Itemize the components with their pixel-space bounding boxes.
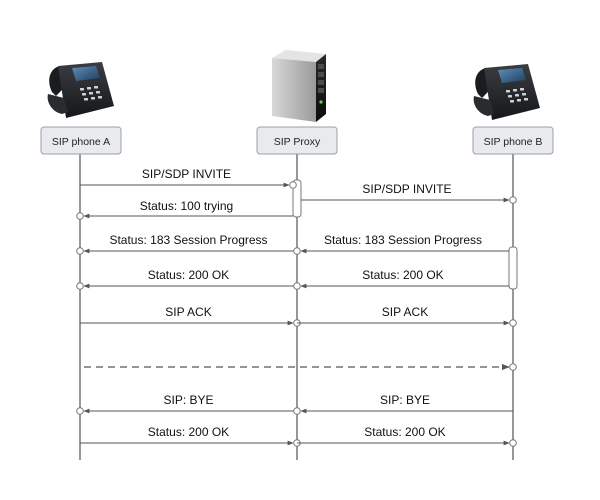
desk-phone-icon <box>473 64 540 120</box>
message-arrow-m14: Status: 200 OK <box>297 425 517 447</box>
server-tower-icon <box>272 50 326 122</box>
message-arrow-m11: SIP: BYE <box>76 393 297 415</box>
arrow-endpoint <box>76 247 84 255</box>
message-label: Status: 200 OK <box>148 268 229 282</box>
arrow-endpoint <box>509 319 517 327</box>
desk-phone-icon <box>47 62 114 118</box>
message-arrow-m6: Status: 200 OK <box>76 268 297 290</box>
arrow-endpoint <box>76 212 84 220</box>
participant-box-phone-b: SIP phone B <box>472 126 554 155</box>
participant-label: SIP Proxy <box>274 136 321 148</box>
message-layer: SIP/SDP INVITE SIP/SDP INVITE Status: 100 … <box>76 167 517 447</box>
message-arrow-m1: SIP/SDP INVITE <box>80 167 297 189</box>
arrow-endpoint <box>293 407 301 415</box>
message-label: Status: 183 Session Progress <box>324 233 482 247</box>
activation-bar-phone-b <box>508 246 518 290</box>
arrow-endpoint <box>293 282 301 290</box>
message-arrow-m4: Status: 183 Session Progress <box>76 233 297 255</box>
message-label: Status: 200 OK <box>364 425 445 439</box>
arrow-endpoint <box>509 363 517 371</box>
arrow-endpoint <box>76 407 84 415</box>
participant-label: SIP phone B <box>484 136 543 148</box>
message-arrow-m7: Status: 200 OK <box>293 268 509 290</box>
message-label: SIP/SDP INVITE <box>362 182 451 196</box>
message-label: Status: 183 Session Progress <box>109 233 267 247</box>
message-label: SIP ACK <box>382 305 428 319</box>
message-label: SIP ACK <box>165 305 211 319</box>
message-label: SIP: BYE <box>163 393 213 407</box>
message-arrow-m2: SIP/SDP INVITE <box>301 182 517 204</box>
message-label: SIP/SDP INVITE <box>142 167 231 181</box>
arrow-endpoint <box>509 439 517 447</box>
arrow-endpoint <box>289 181 297 189</box>
message-label: SIP: BYE <box>380 393 430 407</box>
activation-bar-proxy <box>292 179 302 218</box>
message-arrow-m12: SIP: BYE <box>293 393 513 415</box>
participant-box-phone-a: SIP phone A <box>40 126 122 155</box>
arrow-endpoint <box>76 282 84 290</box>
participant-box-sip-proxy: SIP Proxy <box>256 126 338 155</box>
message-label: Status: 100 trying <box>140 199 233 213</box>
participant-label: SIP phone A <box>52 136 110 148</box>
arrow-endpoint <box>293 247 301 255</box>
message-arrow-m10 <box>84 363 517 371</box>
message-arrow-m9: SIP ACK <box>297 305 517 327</box>
message-label: Status: 200 OK <box>148 425 229 439</box>
message-label: Status: 200 OK <box>362 268 443 282</box>
arrow-endpoint <box>509 196 517 204</box>
message-arrow-m5: Status: 183 Session Progress <box>293 233 509 255</box>
message-arrow-m3: Status: 100 trying <box>76 199 293 220</box>
message-arrow-m13: Status: 200 OK <box>80 425 301 447</box>
message-arrow-m8: SIP ACK <box>80 305 301 327</box>
